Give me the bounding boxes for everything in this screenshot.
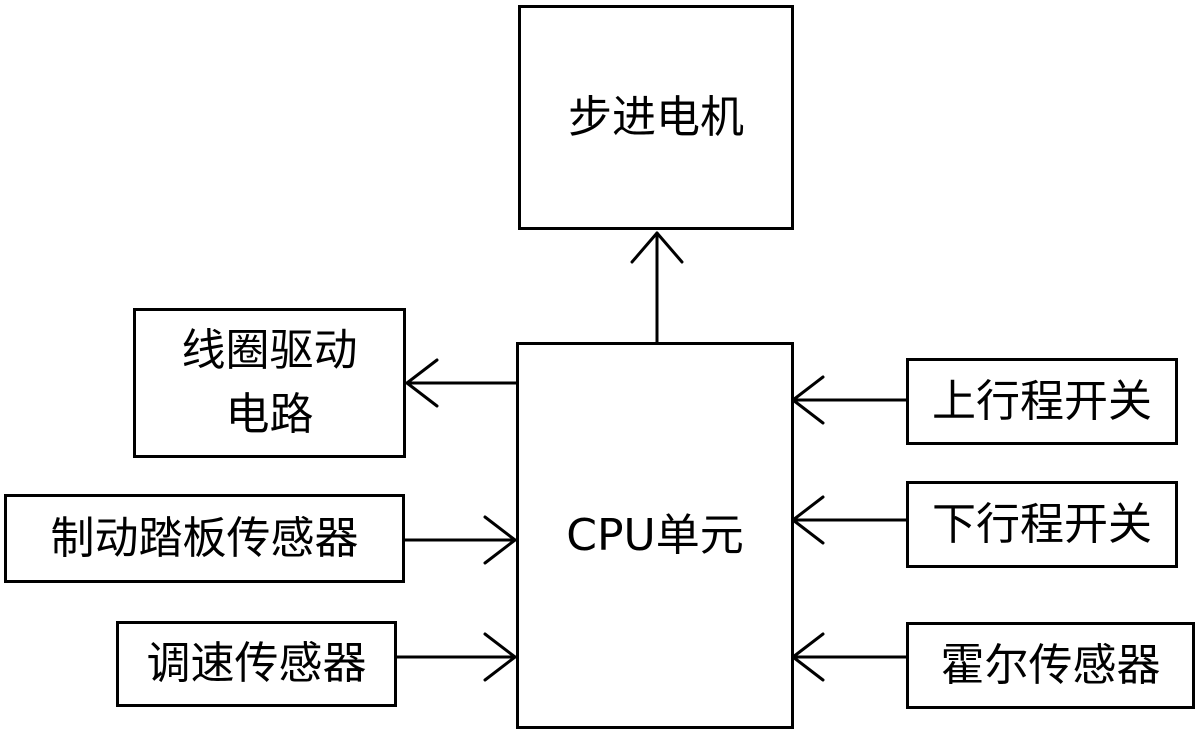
lower-limit-switch-label: 下行程开关 (932, 498, 1152, 550)
speed-sensor-label: 调速传感器 (146, 638, 367, 690)
coil-driver-label-line2: 电路 (225, 389, 314, 440)
stepper-motor-label: 步进电机 (568, 91, 744, 143)
upper-limit-switch-box: 上行程开关 (906, 358, 1178, 445)
brake-pedal-sensor-box: 制动踏板传感器 (4, 494, 405, 583)
hall-sensor-label: 霍尔传感器 (940, 639, 1161, 691)
hall-sensor-box: 霍尔传感器 (906, 622, 1195, 709)
lower-limit-switch-box: 下行程开关 (906, 481, 1178, 568)
cpu-box: CPU单元 (516, 342, 794, 729)
arrow-hall-sensor-to-cpu (791, 632, 908, 682)
arrow-cpu-to-stepper-motor (630, 231, 684, 344)
arrow-brake-pedal-sensor-to-cpu (403, 515, 517, 565)
cpu-label: CPU单元 (566, 509, 744, 561)
speed-sensor-box: 调速传感器 (116, 621, 397, 707)
coil-driver-box: 线圈驱动 电路 (133, 308, 406, 458)
upper-limit-switch-label: 上行程开关 (932, 375, 1152, 427)
arrow-speed-sensor-to-cpu (395, 632, 517, 682)
stepper-motor-box: 步进电机 (518, 5, 794, 230)
coil-driver-label-line1: 线圈驱动 (181, 325, 358, 377)
arrow-cpu-to-coil-driver (405, 358, 519, 408)
brake-pedal-sensor-label: 制动踏板传感器 (50, 512, 359, 564)
arrow-lower-limit-switch-to-cpu (791, 495, 908, 545)
arrow-upper-limit-switch-to-cpu (791, 375, 908, 425)
